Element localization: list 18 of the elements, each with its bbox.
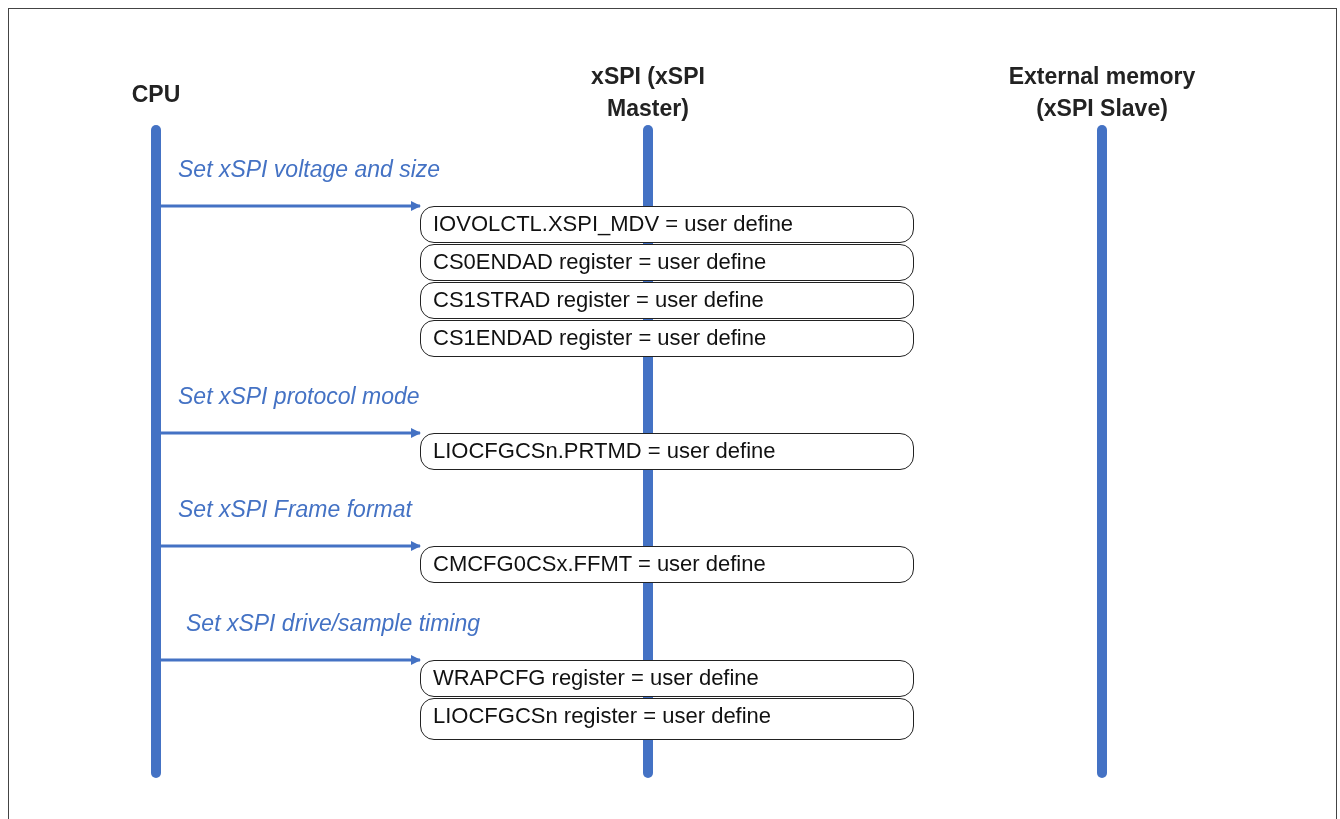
register-box: WRAPCFG register = user define [420,660,914,697]
edge-label: Set xSPI protocol mode [178,383,420,410]
arrow [161,655,421,665]
edge-label: Set xSPI voltage and size [178,156,441,183]
register-box: IOVOLCTL.XSPI_MDV = user define [420,206,914,243]
register-box: LIOCFGCSn register = user define [420,698,914,740]
arrow [161,428,421,438]
lifeline-heading: External memory (xSPI Slave) [1007,62,1197,123]
arrow [161,201,421,211]
register-box: CMCFG0CSx.FFMT = user define [420,546,914,583]
register-box: CS1STRAD register = user define [420,282,914,319]
edge-label: Set xSPI drive/sample timing [186,610,480,637]
register-box: LIOCFGCSn.PRTMD = user define [420,433,914,470]
lifeline-heading: xSPI (xSPI Master) [590,62,706,123]
arrow [161,541,421,551]
register-box: CS0ENDAD register = user define [420,244,914,281]
lifeline-heading: CPU [130,80,182,109]
register-box: CS1ENDAD register = user define [420,320,914,357]
